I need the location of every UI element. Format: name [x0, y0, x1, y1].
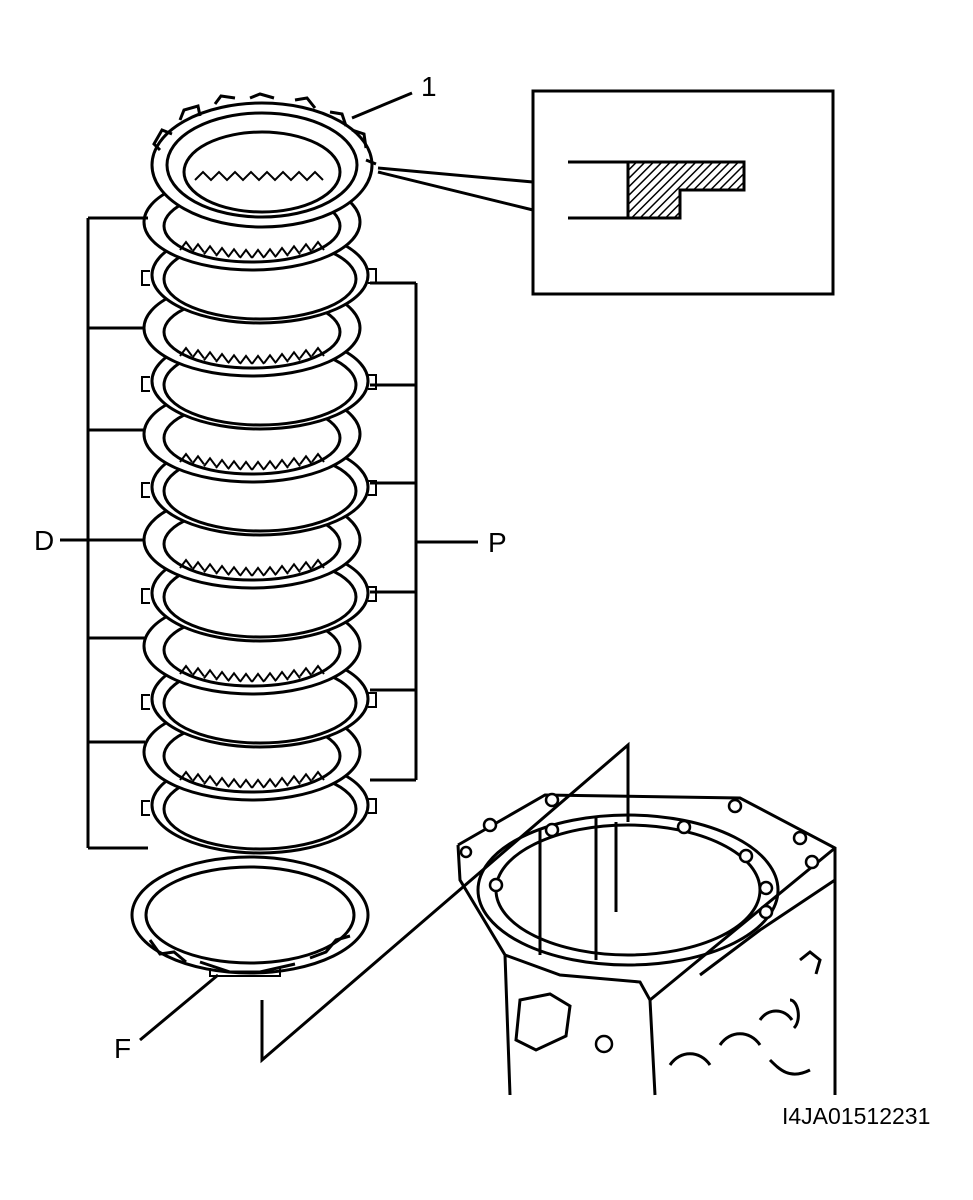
flange-plate-f [130, 855, 370, 977]
bracket-d [60, 216, 148, 850]
detail-callout [377, 89, 835, 296]
transmission-case [456, 793, 837, 1096]
install-guide-line [260, 741, 630, 1064]
figure-code: I4JA01512231 [782, 1103, 930, 1129]
label-f: F [114, 1033, 131, 1064]
label-part-1: 1 [421, 71, 437, 102]
leader-line-f [139, 973, 219, 1042]
label-d: D [34, 525, 54, 556]
label-p: P [488, 527, 507, 558]
bracket-p [370, 281, 478, 782]
case-bolt-holes [459, 792, 820, 1054]
retaining-plate-1 [150, 92, 377, 229]
leader-line-1 [351, 91, 413, 120]
clutch-plate-stack [141, 172, 377, 855]
